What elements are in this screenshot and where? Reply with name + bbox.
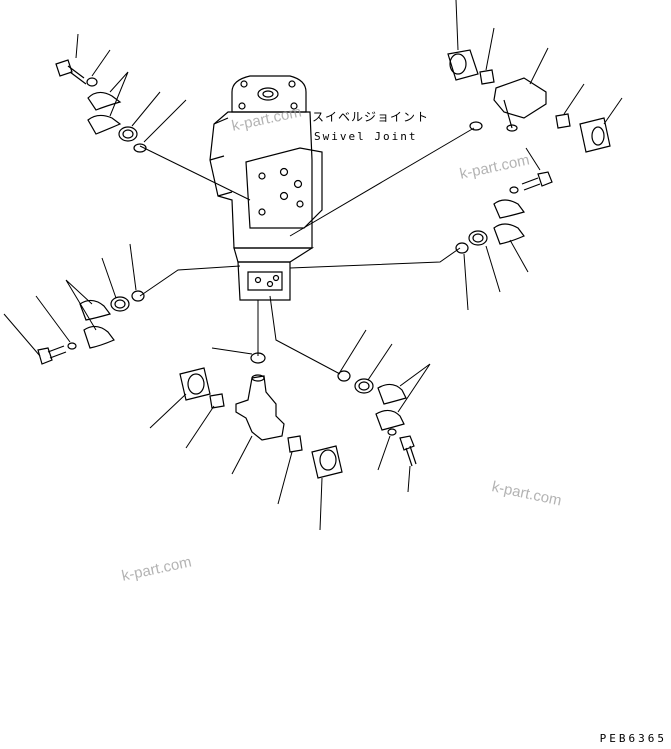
part-name-japanese: スイベルジョイント xyxy=(312,110,430,124)
upper-right-fitting-group xyxy=(447,0,623,153)
bottom-right-flange-group xyxy=(337,329,431,493)
upper-left-flange-group xyxy=(55,33,187,153)
left-flange-group xyxy=(3,243,145,365)
drawing-code: PEB6365 xyxy=(599,732,667,745)
bottom-left-fitting-group xyxy=(149,367,343,531)
leader-lines xyxy=(139,127,475,375)
bottom-seal xyxy=(211,347,266,364)
right-flange-group xyxy=(455,147,553,311)
swivel-joint-body xyxy=(209,75,323,301)
part-name-english: Swivel Joint xyxy=(314,130,418,143)
